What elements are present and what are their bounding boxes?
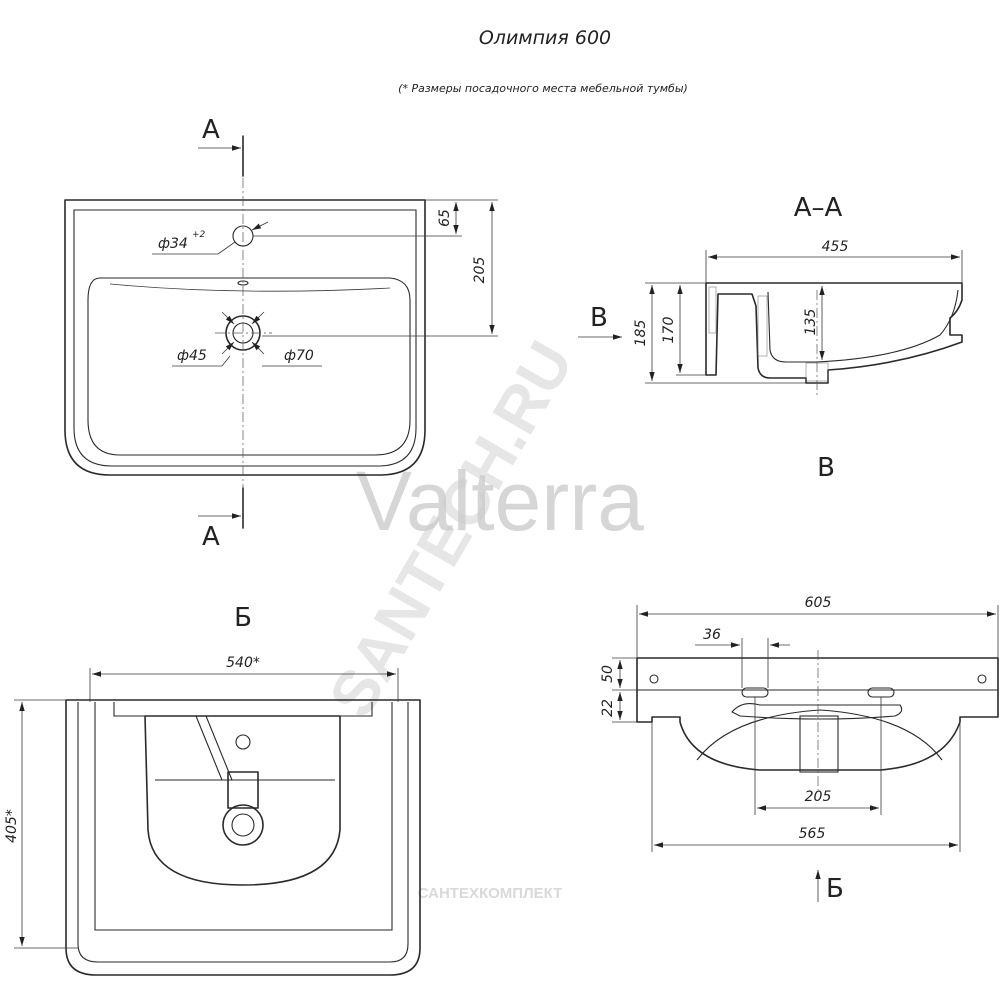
bottom-view-label: Б — [234, 603, 252, 633]
bottom-faucet-hole — [235, 734, 251, 750]
bottom-outer — [65, 699, 421, 976]
front-view: 605 36 50 22 205 565 Б — [600, 595, 999, 904]
front-bowl-arc — [696, 709, 943, 761]
section-marker-top: А — [202, 115, 220, 145]
drain-outer-dim: ф70 — [284, 348, 314, 364]
step-height-dim: 22 — [600, 699, 616, 717]
section-view: А–А 455 185 170 135 В — [578, 193, 963, 395]
basin-inner-rim — [73, 209, 417, 467]
bottom-bowl — [144, 715, 341, 886]
front-slot-right — [867, 687, 895, 698]
faucet-hole-tolerance: +2 — [192, 230, 206, 240]
section-hatch-left — [708, 286, 717, 334]
section-label: А–А — [794, 193, 843, 223]
depth-to-drain-dim: 205 — [472, 257, 488, 284]
front-drain — [799, 715, 839, 773]
front-slot-left — [741, 687, 769, 698]
drain-arrow-tl — [221, 311, 235, 325]
faucet-hole-dim: ф34 — [158, 236, 188, 252]
bottom-rib-2 — [205, 715, 233, 781]
bottom-rib-1 — [195, 715, 223, 781]
bottom-side-inner — [94, 702, 393, 931]
base-width-dim: 565 — [799, 826, 826, 842]
front-bowl-inner — [731, 703, 903, 720]
cabinet-depth-dim: 405* — [4, 809, 20, 843]
faucet-dim-arrow — [251, 221, 269, 231]
bottom-view: Б 540* 405* — [4, 603, 421, 976]
drain-arrow-br — [251, 341, 265, 355]
bowl-shade-line — [109, 283, 391, 292]
drain-arrow-bl — [221, 341, 235, 355]
front-hole-right — [977, 674, 987, 684]
bottom-side-left — [77, 702, 409, 963]
drain-arrow-tr — [251, 311, 265, 325]
section-hatch-wall — [757, 295, 768, 357]
drawing-note: (* Размеры посадочного места мебельной т… — [398, 82, 688, 95]
top-view: А А ф34 +2 ф45 ф70 65 205 — [64, 115, 498, 552]
section-width-dim: 455 — [822, 239, 849, 255]
front-body — [636, 657, 999, 771]
bowl-contour — [87, 277, 411, 456]
bottom-drain-inner — [231, 813, 255, 837]
bottom-drain-neck — [227, 771, 259, 809]
drain-inner-leader-diag — [221, 355, 231, 367]
drain-inner-dim: ф45 — [177, 348, 207, 364]
view-v-label: В — [817, 453, 835, 483]
front-width-dim: 605 — [805, 595, 832, 611]
section-bowl-inner — [767, 289, 959, 363]
view-arrow-v-label: В — [590, 303, 608, 333]
footer-watermark: САНТЕХКОМПЛЕКТ — [418, 885, 563, 902]
front-hole-left — [649, 674, 659, 684]
hole-offset-dim: 36 — [703, 627, 721, 643]
section-height-inner-dim: 170 — [661, 317, 677, 344]
depth-to-faucet-dim: 65 — [437, 209, 453, 227]
view-arrow-b-label: Б — [826, 874, 844, 904]
drawing-title: Олимпия 600 — [479, 27, 611, 49]
section-height-total-dim: 185 — [633, 320, 649, 347]
section-bowl-depth-dim: 135 — [803, 309, 819, 336]
rim-height-dim: 50 — [600, 665, 616, 683]
watermark-layer: Valterra SANTECH.RU САНТЕХКОМПЛЕКТ — [315, 329, 644, 902]
bottom-drain-outer — [222, 804, 264, 846]
cabinet-width-dim: 540* — [226, 655, 260, 671]
basin-outer-contour — [64, 199, 426, 476]
faucet-dim-leader-diag — [217, 241, 236, 255]
section-marker-bottom: А — [202, 522, 220, 552]
bowl-width-dim: 205 — [805, 789, 832, 805]
section-body — [705, 282, 963, 384]
